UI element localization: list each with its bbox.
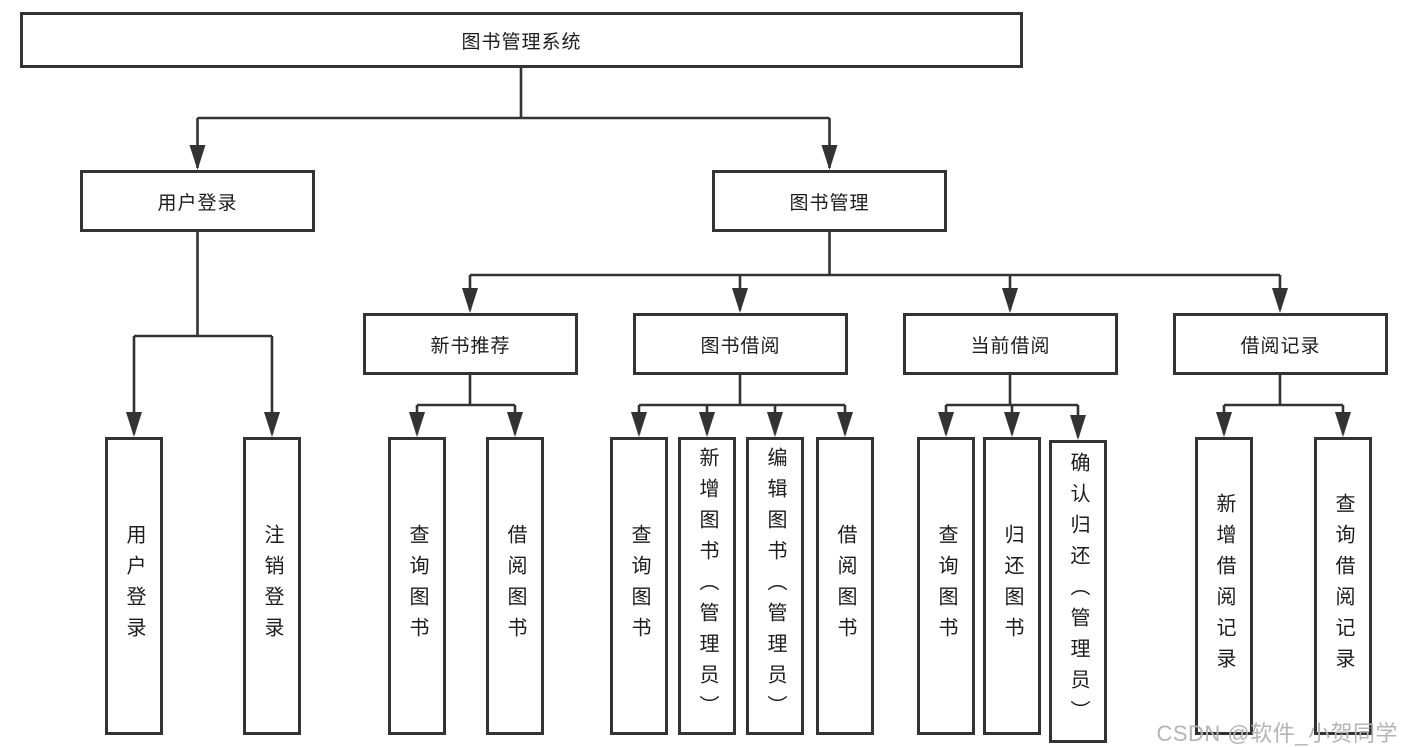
node-borrow-records: 借阅记录	[1173, 313, 1388, 375]
node-book-management: 图书管理	[712, 170, 947, 232]
node-new-book-recommend: 新书推荐	[363, 313, 578, 375]
leaf-edit-books-admin: 编辑图书（管理员）	[746, 437, 804, 735]
leaf-add-borrow-record: 新增借阅记录	[1195, 437, 1253, 735]
node-book-borrow: 图书借阅	[633, 313, 848, 375]
leaf-add-books-admin: 新增图书（管理员）	[678, 437, 736, 735]
leaf-query-books-3: 查询图书	[917, 437, 975, 735]
connector-lines	[132, 68, 1345, 437]
leaf-query-borrow-record: 查询借阅记录	[1314, 437, 1372, 735]
node-root: 图书管理系统	[20, 12, 1023, 68]
arrowheads	[126, 145, 1351, 440]
leaf-user-login: 用户登录	[105, 437, 163, 735]
leaf-borrow-books-1: 借阅图书	[486, 437, 544, 735]
node-current-borrow: 当前借阅	[903, 313, 1118, 375]
leaf-confirm-return-admin: 确认归还（管理员）	[1049, 440, 1107, 743]
node-user-login: 用户登录	[80, 170, 315, 232]
leaf-borrow-books-2: 借阅图书	[816, 437, 874, 735]
leaf-logout: 注销登录	[243, 437, 301, 735]
leaf-return-books: 归还图书	[983, 437, 1041, 735]
leaf-query-books-1: 查询图书	[388, 437, 446, 735]
watermark: CSDN @软件_小贺同学	[1156, 721, 1398, 746]
leaf-query-books-2: 查询图书	[610, 437, 668, 735]
